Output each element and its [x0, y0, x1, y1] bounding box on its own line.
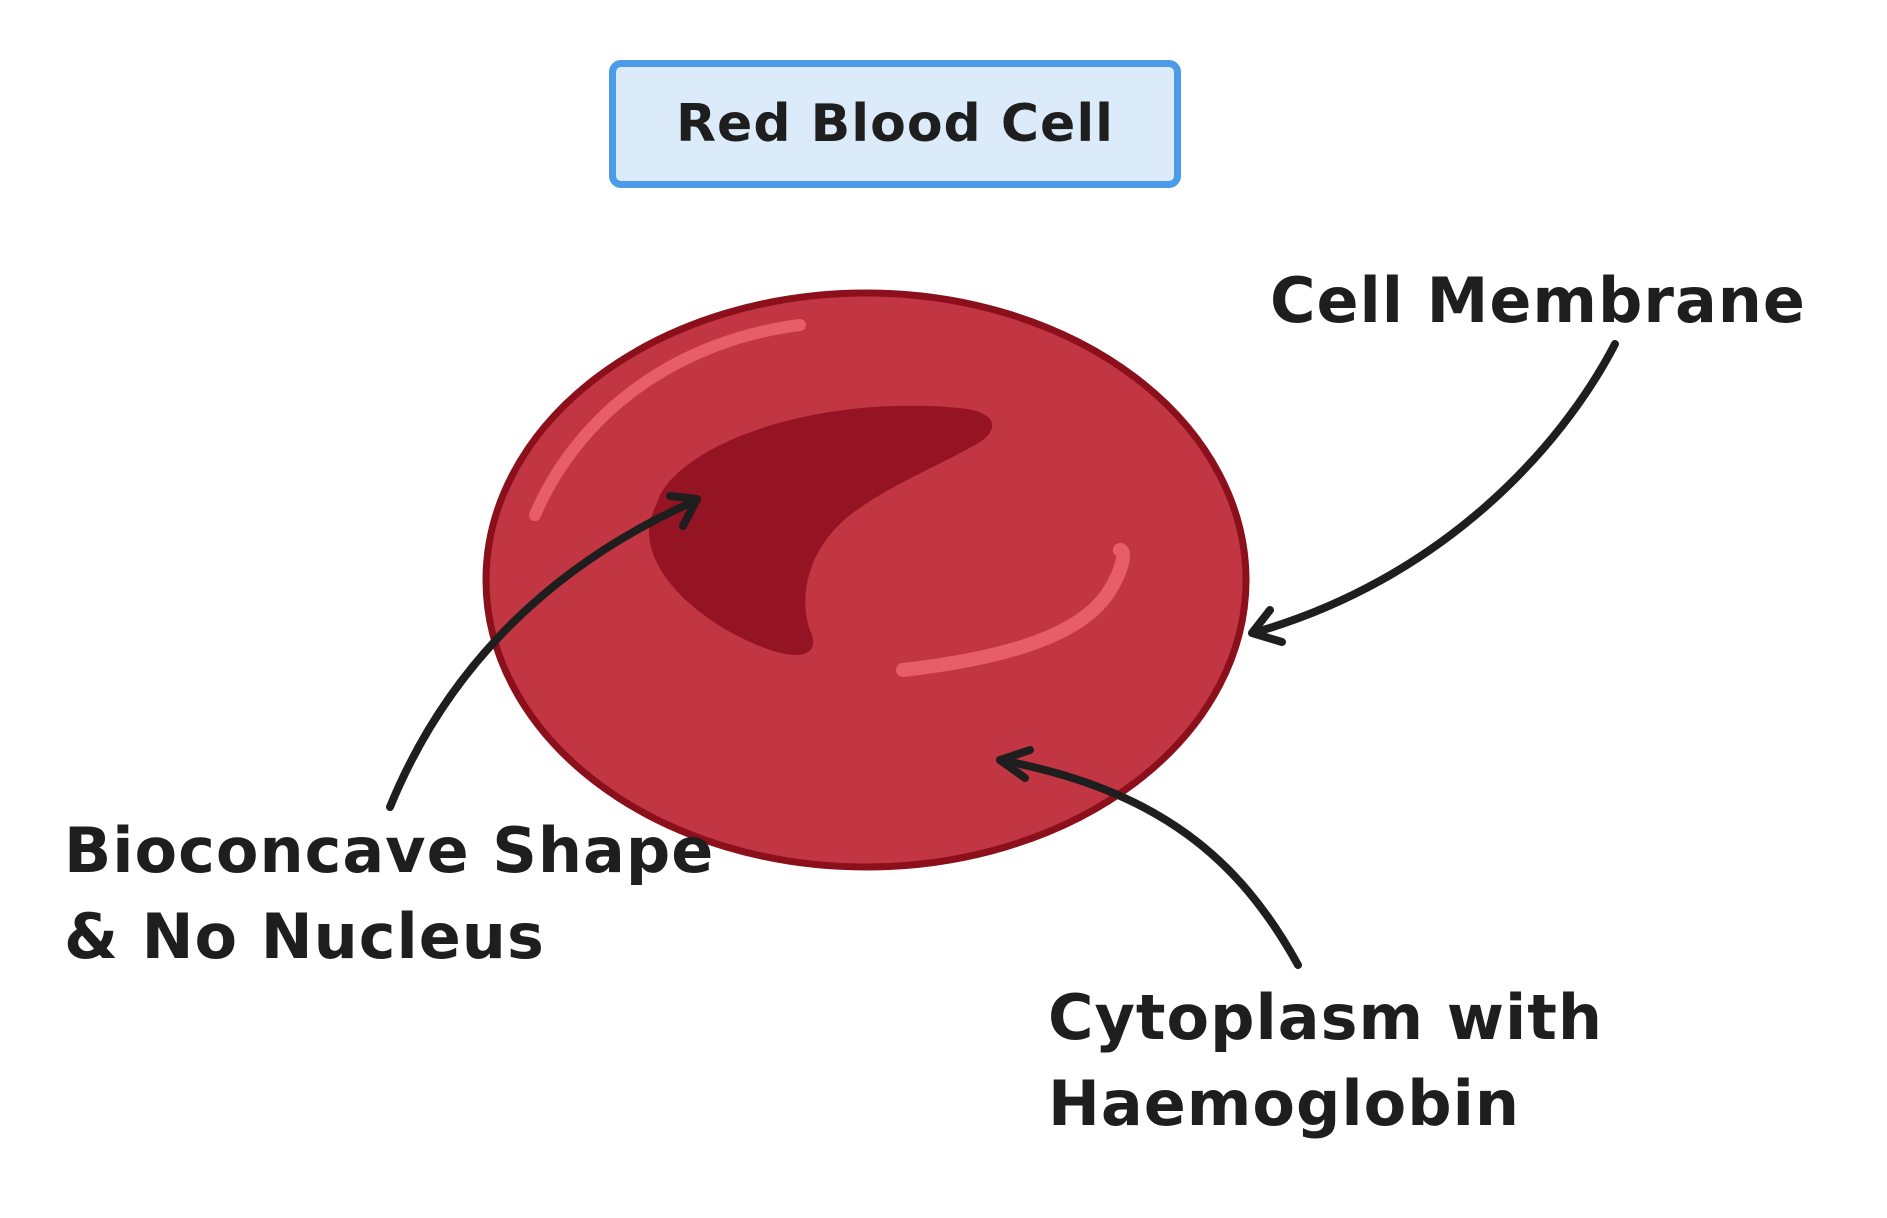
label-bioconcave-shape: Bioconcave Shape & No Nucleus: [64, 808, 714, 980]
label-cytoplasm: Cytoplasm with Haemoglobin: [1048, 975, 1603, 1147]
label-cytoplasm-line2: Haemoglobin: [1048, 1067, 1520, 1140]
highlight-right: [896, 543, 1130, 677]
cell-body: [482, 289, 1250, 871]
label-cytoplasm-line1: Cytoplasm with: [1048, 981, 1604, 1054]
title-box: Red Blood Cell: [609, 60, 1181, 188]
arrowhead-cell-membrane: [1248, 606, 1286, 646]
arrowhead-bioconcave-shape: [666, 492, 701, 530]
highlight-top-left: [529, 319, 806, 521]
arrow-bioconcave-shape: [386, 496, 701, 811]
label-shape-line1: Bioconcave Shape: [64, 814, 715, 887]
arrow-cytoplasm: [996, 756, 1302, 969]
diagram-title: Red Blood Cell: [676, 94, 1114, 154]
label-cell-membrane: Cell Membrane: [1270, 258, 1806, 344]
arrowhead-cytoplasm: [996, 746, 1034, 782]
concave-center: [648, 405, 993, 655]
arrow-cell-membrane: [1249, 340, 1619, 637]
label-shape-line2: & No Nucleus: [64, 900, 545, 973]
label-cell-membrane-text: Cell Membrane: [1270, 264, 1806, 337]
